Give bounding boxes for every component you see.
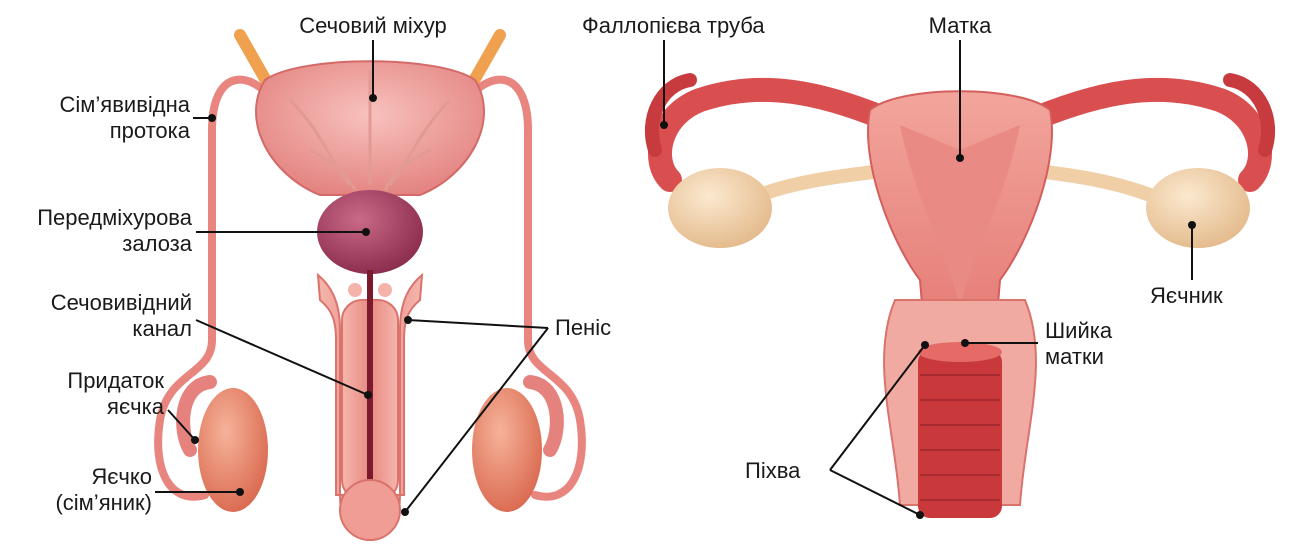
label-prostate: Передміхурова залоза xyxy=(0,205,192,257)
label-epididymis: Придаток яєчка xyxy=(10,368,164,420)
label-epididymis-line2: яєчка xyxy=(10,394,164,420)
label-testis: Яєчко (сім’яник) xyxy=(10,464,152,516)
label-urethra: Сечовивідний канал xyxy=(10,290,192,342)
label-vas-deferens: Сім’явивідна протока xyxy=(20,92,190,144)
label-ovary: Яєчник xyxy=(1150,283,1223,309)
label-prostate-line2: залоза xyxy=(0,231,192,257)
ovary-left xyxy=(668,168,772,248)
label-vas-deferens-line1: Сім’явивідна xyxy=(20,92,190,118)
testis-right xyxy=(472,382,557,512)
ovary-right xyxy=(1146,168,1250,248)
label-fallopian-tube: Фаллопієва труба xyxy=(582,13,765,39)
label-urethra-line2: канал xyxy=(10,316,192,342)
label-uterus: Матка xyxy=(905,13,1015,39)
female-system xyxy=(652,40,1268,519)
label-prostate-line1: Передміхурова xyxy=(0,205,192,231)
label-vas-deferens-line2: протока xyxy=(20,118,190,144)
male-system xyxy=(155,35,582,540)
label-epididymis-line1: Придаток xyxy=(10,368,164,394)
label-cervix-line2: матки xyxy=(1045,344,1112,370)
label-testis-line2: (сім’яник) xyxy=(10,490,152,516)
label-bladder: Сечовий міхур xyxy=(280,13,466,39)
label-testis-line1: Яєчко xyxy=(10,464,152,490)
label-urethra-line1: Сечовивідний xyxy=(10,290,192,316)
label-vagina: Піхва xyxy=(745,458,800,484)
label-cervix-line1: Шийка xyxy=(1045,318,1112,344)
label-cervix: Шийка матки xyxy=(1045,318,1112,370)
label-penis: Пеніс xyxy=(555,315,611,341)
